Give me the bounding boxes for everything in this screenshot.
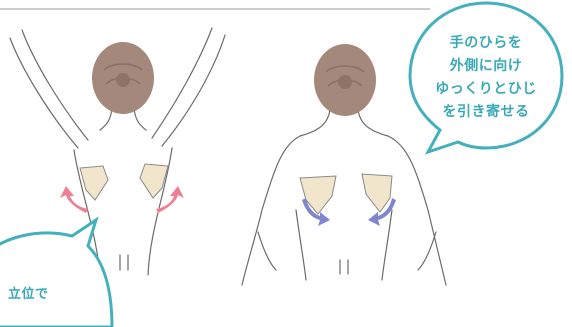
right-bubble-line: 外側に向け — [428, 55, 544, 78]
left-figure-scapula-right — [140, 164, 168, 198]
right-figure — [242, 110, 446, 285]
right-bubble-text: 手のひらを 外側に向け ゆっくりとひじ を引き寄せる — [428, 32, 544, 124]
right-bubble-line: ゆっくりとひじ — [428, 78, 544, 101]
left-bubble-line: 立位で — [8, 283, 88, 306]
right-figure-scapula-left — [300, 176, 336, 214]
right-figure-scapula-right — [362, 174, 392, 212]
pink-rotation-arrows — [60, 186, 184, 213]
left-speech-bubble — [0, 220, 112, 327]
right-head — [314, 44, 376, 116]
right-bubble-line: を引き寄せる — [428, 101, 544, 124]
left-bubble-text: 立位で — [8, 283, 88, 306]
right-bubble-line: 手のひらを — [428, 32, 544, 55]
left-head — [92, 42, 154, 114]
